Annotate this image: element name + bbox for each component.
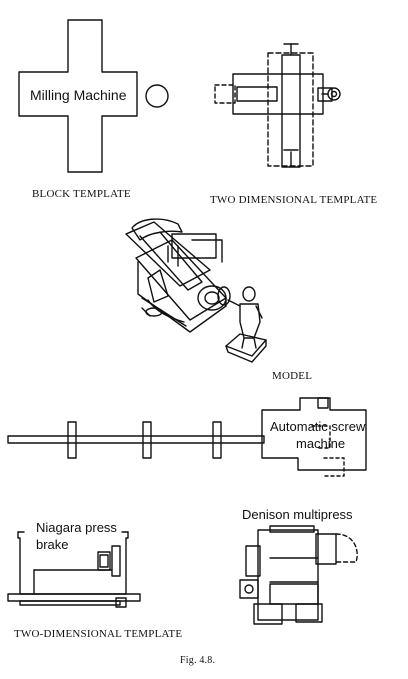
niagara-press-label-line2: brake <box>36 537 69 552</box>
block-template-operator-circle <box>145 84 169 108</box>
denison-multipress-label: Denison multipress <box>242 507 353 522</box>
block-template-caption: BLOCK TEMPLATE <box>32 188 131 200</box>
two-dimensional-template-bottom-caption: TWO-DIMENSIONAL TEMPLATE <box>14 628 183 640</box>
block-template-cross <box>18 19 138 173</box>
milling-machine-label: Milling Machine <box>30 87 127 103</box>
two-dimensional-template-top <box>214 43 341 168</box>
model-sketch <box>125 218 267 363</box>
niagara-press-brake-template <box>7 531 141 608</box>
automatic-screw-machine-label-line2: machine <box>296 436 346 451</box>
model-caption: MODEL <box>272 370 313 382</box>
figure-caption: Fig. 4.8. <box>180 655 216 666</box>
two-dimensional-template-top-caption: TWO DIMENSIONAL TEMPLATE <box>210 194 378 206</box>
denison-multipress-template <box>239 525 358 625</box>
automatic-screw-machine-label-line1: Automatic screw <box>270 419 366 434</box>
automatic-screw-machine-template <box>7 397 367 477</box>
niagara-press-label-line1: Niagara press <box>36 520 117 535</box>
